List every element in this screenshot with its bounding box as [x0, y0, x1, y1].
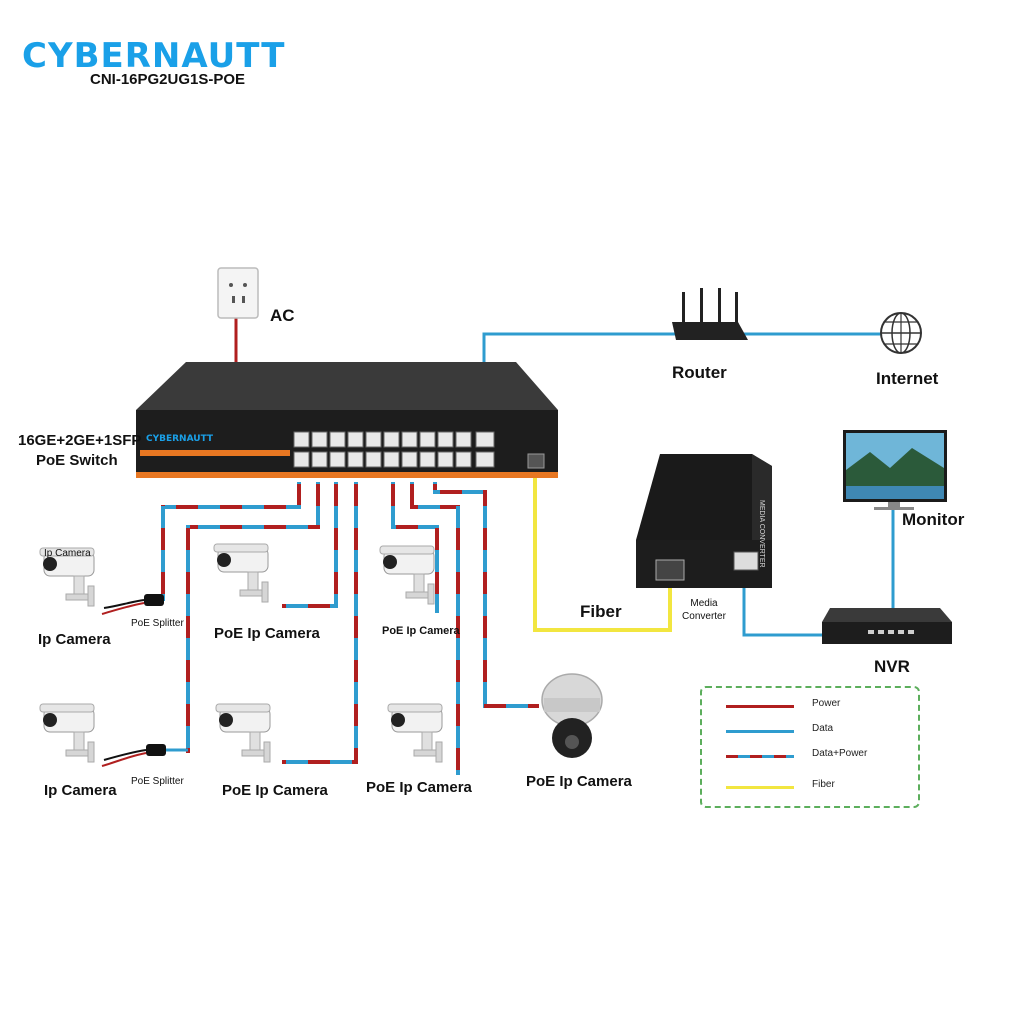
legend: Power Data Data+Power Fiber	[700, 686, 920, 808]
switch-ports	[293, 431, 495, 468]
legend-label-data: Data	[812, 723, 834, 734]
poe-splitter-2-icon	[101, 744, 166, 767]
bullet-camera-6-icon	[387, 703, 443, 763]
monitor-label: Monitor	[902, 510, 965, 529]
poe-switch-icon: CYBERNAUTT	[136, 362, 558, 478]
nvr-label: NVR	[874, 657, 910, 676]
legend-swatch-fiber	[726, 786, 794, 789]
legend-item-data: Data	[726, 723, 906, 739]
bullet-camera-1-icon	[39, 547, 95, 607]
switch-port-12	[401, 431, 418, 448]
legend-label-power: Power	[812, 698, 841, 709]
camera-4-label: Ip Camera	[44, 782, 117, 799]
switch-port-11	[383, 431, 400, 448]
globe-icon	[880, 312, 922, 354]
switch-port-7	[311, 451, 328, 468]
camera-6-label: PoE Ip Camera	[366, 779, 472, 796]
camera-1-label: Ip Camera	[38, 631, 111, 648]
switch-port-8	[329, 451, 346, 468]
switch-port-5	[365, 431, 382, 448]
legend-swatch-power	[726, 705, 794, 708]
legend-label-data-power: Data+Power	[812, 748, 868, 759]
camera-5-label: PoE Ip Camera	[222, 782, 328, 799]
legend-item-power: Power	[726, 698, 906, 714]
fiber-cable	[533, 478, 672, 632]
camera-7-label: PoE Ip Camera	[526, 773, 632, 790]
switch-port-4	[347, 431, 364, 448]
switch-label-line2: PoE Switch	[36, 452, 118, 469]
poe-splitter-2-label: PoE Splitter	[131, 776, 184, 787]
switch-port-13	[419, 431, 436, 448]
switch-port-10	[365, 451, 382, 468]
uplink-port-2	[475, 451, 495, 468]
switch-port-3	[329, 431, 346, 448]
switch-port-18	[419, 451, 436, 468]
bullet-camera-2-icon	[213, 543, 269, 603]
legend-swatch-data	[726, 730, 794, 733]
model-number: CNI-16PG2UG1S-POE	[90, 71, 246, 88]
bullet-cameras	[39, 543, 443, 763]
switch-port-2	[311, 431, 328, 448]
ac-socket-icon	[217, 267, 259, 319]
switch-label-line1: 16GE+2GE+1SFP	[18, 432, 142, 449]
dome-camera-icon	[541, 673, 603, 758]
legend-item-fiber: Fiber	[726, 779, 906, 795]
poe-splitter-1-label: PoE Splitter	[131, 618, 184, 629]
camera-2-label: PoE Ip Camera	[214, 625, 320, 642]
poe-cables	[161, 482, 539, 775]
monitor-icon	[843, 430, 947, 510]
switch-brand-text: CYBERNAUTT	[146, 434, 214, 444]
switch-port-1	[293, 431, 310, 448]
switch-port-9	[347, 451, 364, 468]
internet-label: Internet	[876, 369, 939, 388]
switch-port-6	[293, 451, 310, 468]
bullet-camera-4-icon	[39, 703, 95, 763]
brand-logo: CYBERNAUTT	[22, 36, 286, 76]
legend-item-data-power: Data+Power	[726, 748, 906, 764]
media-converter-icon: MEDIA CONVERTER	[636, 454, 772, 588]
camera-3-label: PoE Ip Camera	[382, 625, 460, 637]
media-converter-label-line2: Converter	[682, 611, 726, 622]
router-label: Router	[672, 363, 727, 382]
switch-port-16	[383, 451, 400, 468]
bullet-camera-3-icon	[379, 545, 435, 605]
switch-port-17	[401, 451, 418, 468]
fiber-label: Fiber	[580, 602, 622, 621]
bullet-camera-5-icon	[215, 703, 271, 763]
converter-brand-text: MEDIA CONVERTER	[758, 500, 765, 568]
ac-label: AC	[270, 306, 295, 325]
nvr-icon	[822, 608, 952, 644]
switch-port-19	[437, 451, 454, 468]
data-cable-converter-nvr	[742, 510, 895, 637]
switch-port-20	[455, 451, 472, 468]
camera-top-small-label: Ip Camera	[44, 548, 91, 559]
media-converter-label-line1: Media	[690, 598, 718, 609]
router-icon	[672, 288, 748, 340]
legend-swatch-data-power	[726, 755, 794, 758]
switch-port-15	[455, 431, 472, 448]
poe-splitter-1-icon	[101, 594, 164, 615]
switch-port-14	[437, 431, 454, 448]
uplink-port-1	[475, 431, 495, 448]
legend-label-fiber: Fiber	[812, 779, 835, 790]
